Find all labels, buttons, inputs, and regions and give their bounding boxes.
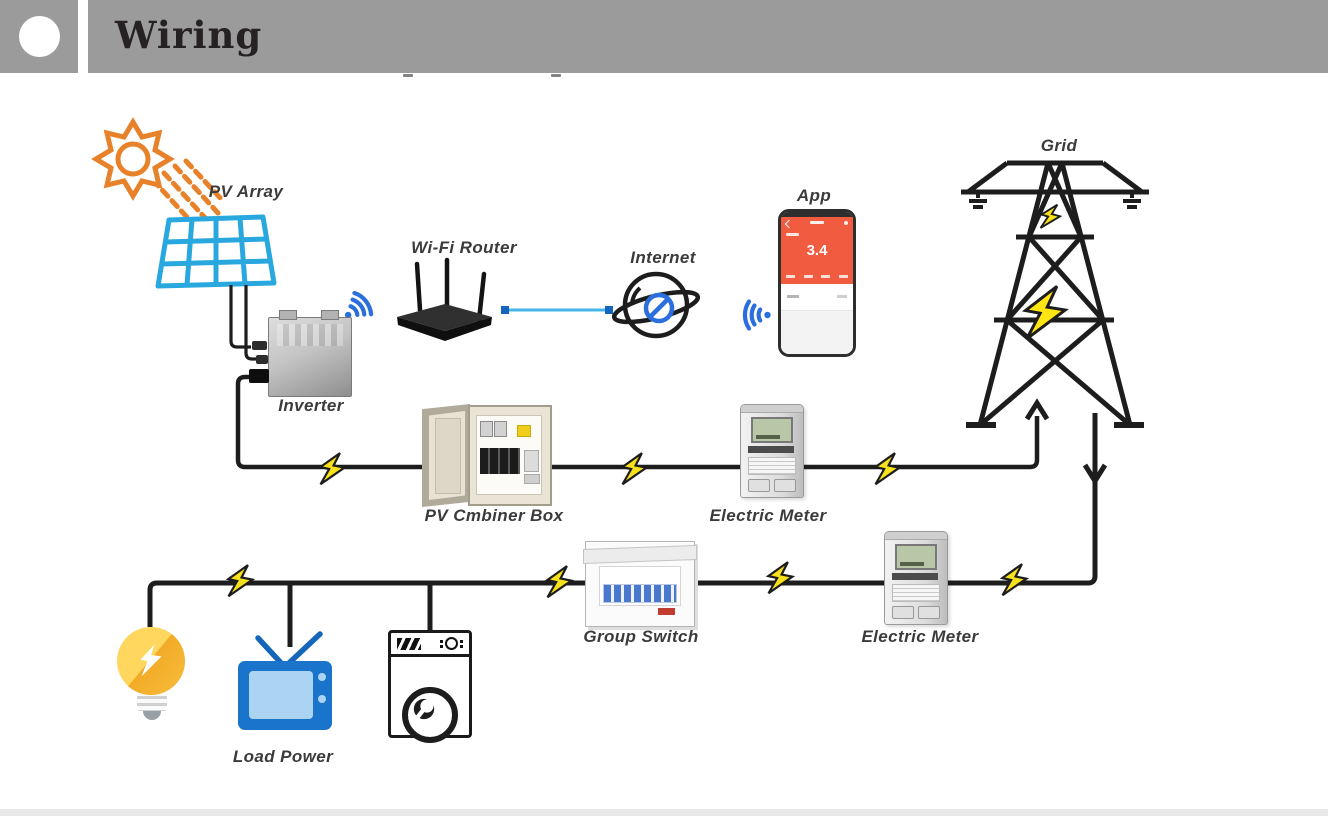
light-bulb-icon [117, 627, 187, 737]
meter-button [918, 606, 940, 619]
component [524, 450, 539, 472]
meter-barcode [748, 457, 796, 475]
box-lid [583, 545, 697, 564]
connector [252, 341, 267, 350]
phone-bezel [781, 212, 853, 217]
tv-antennas [255, 631, 323, 667]
mounting-tab [321, 310, 339, 320]
meter-button [892, 606, 914, 619]
hero-caption-placeholder [786, 233, 799, 236]
header-bar: Wiring [88, 0, 1328, 73]
connector [249, 369, 269, 383]
wifi-router-label: Wi-Fi Router [411, 238, 517, 257]
app-hero-panel: 3.4 [781, 229, 853, 284]
breaker-row [603, 584, 677, 603]
back-arrow-icon [784, 219, 794, 229]
washer-door [402, 687, 458, 743]
inverter-device [249, 310, 352, 397]
electric-meter-label: Electric Meter [861, 627, 979, 646]
breaker-recess [599, 566, 681, 606]
internet-label: Internet [630, 248, 696, 267]
navbar-title-placeholder [810, 221, 824, 224]
meter-button [774, 479, 796, 492]
component [480, 421, 493, 437]
cropped-text-artifact [551, 74, 561, 77]
electric-meter-device [740, 404, 804, 498]
brand-tag [658, 608, 675, 615]
bulb-base [143, 711, 161, 720]
control-panel-display [397, 637, 421, 650]
tv-icon [236, 630, 340, 732]
bolt-glyph [140, 644, 162, 677]
combiner-box [418, 402, 570, 508]
internet-globe-icon [611, 271, 701, 339]
grid-label: Grid [1040, 136, 1078, 155]
meter-lcd [895, 544, 937, 570]
control-dials [440, 637, 463, 650]
wifi-signal-icon [745, 302, 771, 329]
component [494, 421, 507, 437]
tv-screen [249, 671, 313, 719]
grid-tower-icon [961, 160, 1149, 428]
pv-array-label: PV Array [208, 182, 284, 201]
lightning-bolt-icon [765, 559, 795, 597]
router-icon [397, 257, 492, 341]
connector [256, 355, 268, 364]
cabinet-door [422, 404, 470, 507]
electric-meter-label: Electric Meter [709, 506, 827, 525]
smartphone: 3.4 [778, 209, 856, 357]
cabinet-body [468, 405, 552, 506]
mounting-tab [279, 310, 297, 320]
combiner-box-label: PV Cmbiner Box [424, 506, 564, 525]
app-list-row [781, 284, 853, 311]
warning-sticker [517, 425, 531, 437]
app-body [781, 311, 853, 354]
sun-rays-icon [150, 158, 227, 230]
stats-row [786, 275, 848, 278]
sun-icon [91, 117, 175, 201]
component [524, 474, 540, 484]
header-left-block [0, 0, 78, 73]
group-switch-label: Group Switch [583, 627, 699, 646]
lightning-bolt-icon [999, 561, 1029, 599]
bullet-circle-icon [19, 16, 60, 57]
navbar-action-icon [844, 221, 848, 225]
app-navbar [781, 217, 853, 229]
page-bottom-edge [0, 809, 1328, 816]
electric-meter-device [884, 531, 948, 625]
meter-barcode [892, 584, 940, 602]
down-arrow-icon [1082, 463, 1108, 486]
app-label: App [796, 186, 832, 205]
cropped-text-artifact [403, 74, 413, 77]
breaker-block [480, 448, 520, 474]
inverter-label: Inverter [278, 396, 344, 415]
meter-button [748, 479, 770, 492]
washing-machine-icon [388, 630, 472, 743]
network-link-line [501, 306, 613, 314]
group-switch-box [583, 541, 697, 627]
pv-array-panel [155, 214, 277, 289]
page-title: Wiring [115, 13, 263, 57]
bulb-neck [137, 692, 167, 711]
up-arrow-icon [1024, 398, 1050, 421]
power-reading: 3.4 [806, 242, 828, 259]
load-power-label: Load Power [232, 747, 334, 766]
meter-lcd [751, 417, 793, 443]
